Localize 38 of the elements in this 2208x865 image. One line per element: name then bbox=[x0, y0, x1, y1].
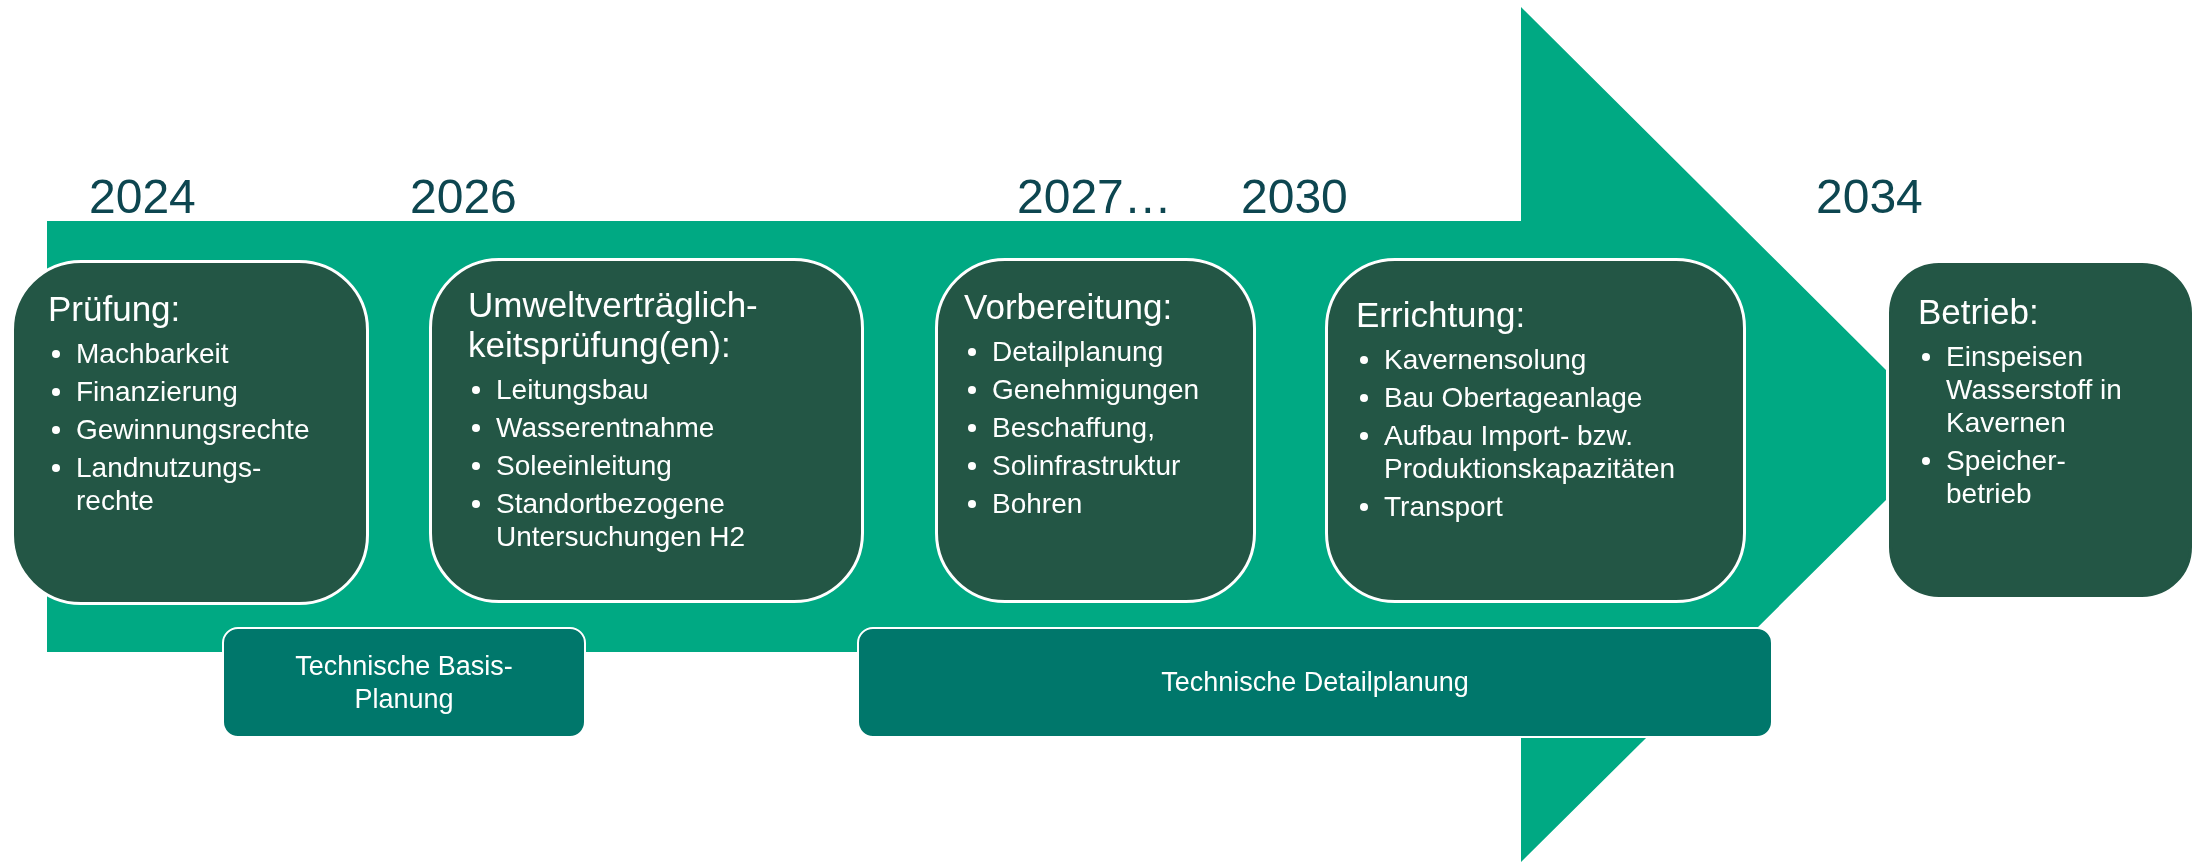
bullet-item: Genehmigungen bbox=[964, 373, 1243, 406]
phase-heading: Errichtung: bbox=[1356, 295, 1527, 335]
phase-heading: Umweltverträglich- keitsprüfung(en): bbox=[468, 285, 759, 365]
bullet-item: Beschaffung, bbox=[964, 411, 1243, 444]
bullet-item: Einspeisen Wasserstoff in Kavernen bbox=[1918, 340, 2141, 439]
bullet-item: Detailplanung bbox=[964, 335, 1243, 368]
bullet-item: Leitungsbau bbox=[468, 373, 826, 406]
phase-heading: Betrieb: bbox=[1918, 292, 2040, 332]
planning-band bbox=[222, 627, 586, 738]
bullet-item: Aufbau Import- bzw. Produktionskapazitäten bbox=[1356, 419, 1733, 485]
bullet-item: Transport bbox=[1356, 490, 1733, 523]
bullet-item: Standortbezogene Untersuchungen H2 bbox=[468, 487, 826, 553]
bullet-item: Bohren bbox=[964, 487, 1243, 520]
bullet-item: Solinfrastruktur bbox=[964, 449, 1243, 482]
band-label: Technische Detailplanung bbox=[1161, 666, 1469, 699]
bullet-item: Kavernensolung bbox=[1356, 343, 1733, 376]
bullet-item: Gewinnungsrechte bbox=[48, 413, 346, 446]
phase-box bbox=[11, 260, 369, 605]
phase-heading: Vorbereitung: bbox=[964, 287, 1174, 327]
phase-box bbox=[1889, 263, 2192, 597]
bullet-item: Machbarkeit bbox=[48, 337, 346, 370]
year-label: 2026 bbox=[410, 171, 517, 223]
year-label: 2024 bbox=[89, 171, 196, 223]
bullet-item: Wasserentnahme bbox=[468, 411, 826, 444]
bullet-item: Landnutzungs- rechte bbox=[48, 451, 346, 517]
band-label: Technische Basis- Planung bbox=[294, 649, 514, 716]
bullet-item: Finanzierung bbox=[48, 375, 346, 408]
bullet-item: Bau Obertageanlage bbox=[1356, 381, 1733, 414]
phase-box bbox=[429, 258, 864, 603]
bullet-item: Soleeinleitung bbox=[468, 449, 826, 482]
planning-band bbox=[857, 627, 1773, 738]
year-label: 2027… bbox=[1017, 171, 1172, 223]
phase-box bbox=[935, 258, 1256, 603]
year-label: 2030 bbox=[1241, 171, 1348, 223]
phase-box bbox=[1325, 258, 1746, 603]
bullet-item: Speicher- betrieb bbox=[1918, 444, 2141, 510]
phase-heading: Prüfung: bbox=[48, 289, 182, 329]
year-label: 2034 bbox=[1816, 171, 1923, 223]
